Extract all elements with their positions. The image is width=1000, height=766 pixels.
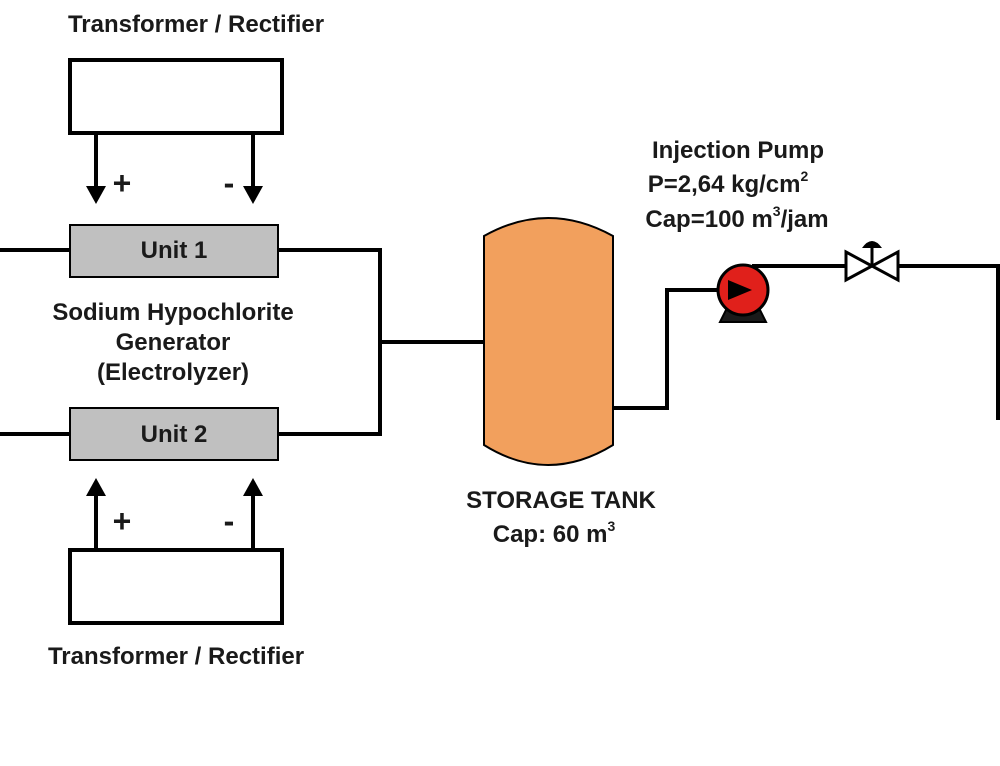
storage-tank-capacity-sup: 3 bbox=[607, 518, 615, 534]
bottom-rectifier-box bbox=[68, 548, 284, 625]
unit2-label: Unit 2 bbox=[141, 421, 208, 448]
bottom-negative-lead bbox=[243, 478, 263, 550]
generator-label-line2: Generator bbox=[116, 329, 231, 356]
pump-pressure: P=2,64 kg/cm2 bbox=[648, 168, 809, 198]
top-positive-lead bbox=[86, 133, 106, 204]
top-rectifier-title: Transformer / Rectifier bbox=[68, 11, 324, 38]
bottom-positive-lead bbox=[86, 478, 106, 550]
generator-label-line1: Sodium Hypochlorite bbox=[52, 299, 293, 326]
generator-label-line3: (Electrolyzer) bbox=[97, 359, 249, 386]
unit1-outlet-pipe bbox=[278, 248, 382, 436]
pump-pressure-sup: 2 bbox=[800, 168, 808, 184]
unit2-box bbox=[69, 407, 279, 461]
valve-icon bbox=[844, 241, 900, 283]
tank-outlet-pipe bbox=[613, 288, 718, 410]
pump-capacity: Cap=100 m3/jam bbox=[645, 203, 828, 233]
top-minus-sign: - bbox=[224, 165, 235, 201]
bottom-plus-sign: + bbox=[113, 503, 132, 539]
storage-tank bbox=[483, 217, 614, 466]
top-negative-lead bbox=[243, 133, 263, 204]
injection-pump-icon bbox=[716, 263, 770, 323]
bottom-minus-sign: - bbox=[224, 503, 235, 539]
pump-name: Injection Pump bbox=[652, 137, 824, 164]
unit1-label: Unit 1 bbox=[141, 237, 208, 264]
top-rectifier-box bbox=[68, 58, 284, 135]
storage-tank-name: STORAGE TANK bbox=[466, 487, 656, 514]
pump-capacity-sup: 3 bbox=[773, 203, 781, 219]
unit1-box bbox=[69, 224, 279, 278]
top-plus-sign: + bbox=[113, 165, 132, 201]
storage-tank-capacity: Cap: 60 m3 bbox=[493, 518, 616, 548]
bottom-rectifier-title: Transformer / Rectifier bbox=[48, 643, 304, 670]
valve-discharge-pipe bbox=[898, 264, 1000, 420]
